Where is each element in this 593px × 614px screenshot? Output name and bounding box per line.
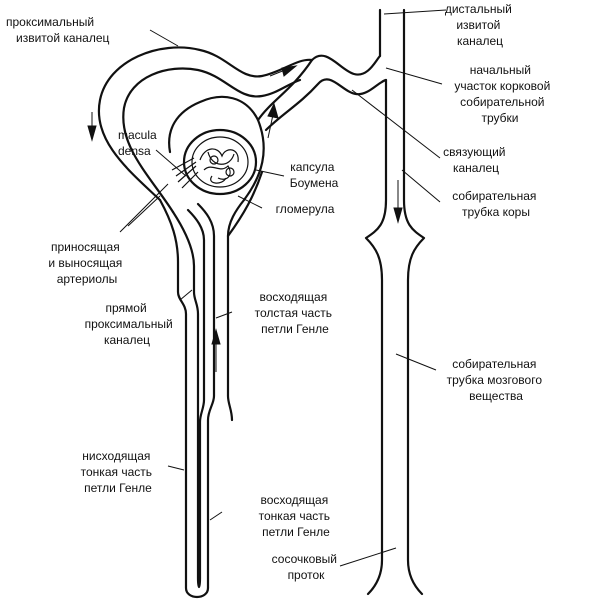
label-proximal-convoluted: проксимальный извитой каналец	[6, 15, 110, 45]
label-straight-proximal: прямой проксимальный каналец	[85, 301, 176, 347]
descending-limb-outer	[158, 198, 210, 599]
leader-lines	[119, 9, 447, 567]
ascending-limb-outer	[196, 202, 216, 590]
bowman-capsule-inner	[191, 136, 249, 188]
afferent-arteriole	[177, 165, 199, 189]
descending-limb-inner	[171, 210, 202, 589]
label-medullary-collecting: собирательная трубка мозгового вещества	[447, 357, 546, 403]
ascending-limb-outer-right	[226, 198, 246, 422]
distal-tubule-inner	[264, 78, 388, 132]
proximal-tubule-outer-wall	[97, 46, 314, 202]
distal-loop-outer	[168, 95, 265, 202]
glomerulus-capillaries	[199, 148, 239, 184]
collecting-duct-left	[364, 8, 388, 596]
collecting-duct-right	[402, 8, 426, 596]
bowman-capsule	[182, 128, 258, 196]
label-bowman-capsule: капсула Боумена	[290, 160, 339, 190]
ascending-limb-inner	[186, 208, 206, 580]
proximal-tubule-inner-wall	[122, 67, 302, 214]
label-glomerulus: гломерула	[276, 202, 335, 216]
label-initial-cortical-collecting: начальный участок корковой собирательной…	[454, 63, 553, 125]
label-connecting-tubule: связующий каналец	[443, 145, 509, 175]
label-macula-densa: macula densa	[118, 128, 160, 158]
arrow-distal-top	[281, 65, 298, 77]
flow-arrows	[87, 65, 403, 372]
label-distal-convoluted: дистальный извитой каналец	[445, 2, 515, 48]
label-cortical-collecting: собирательная трубка коры	[452, 189, 540, 219]
label-papillary-duct: сосочковый проток	[272, 552, 341, 582]
label-arterioles: приносящая и выносящая артериолы	[48, 240, 125, 286]
label-thin-ascending: восходящая тонкая часть петли Генле	[259, 493, 334, 539]
distal-tubule-outer	[256, 54, 382, 122]
distal-loop-inner	[226, 170, 264, 238]
efferent-arteriole	[171, 157, 197, 177]
label-thick-ascending: восходящая толстая часть петли Генле	[255, 290, 336, 336]
label-thin-descending: нисходящая тонкая часть петли Генле	[81, 449, 156, 495]
